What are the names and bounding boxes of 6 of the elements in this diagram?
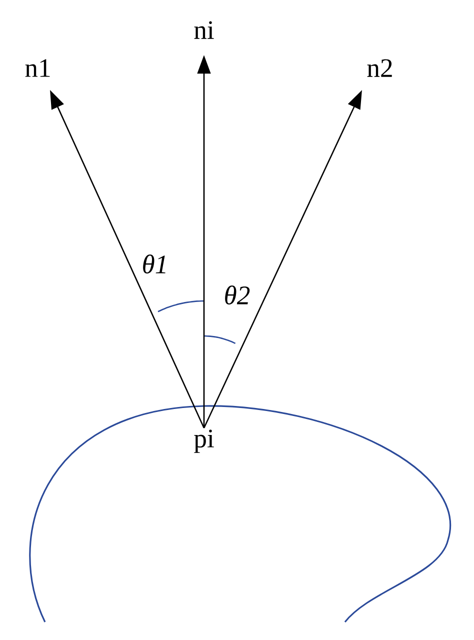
vector-label: n2 [367, 59, 392, 77]
angle-label: θ1 [143, 254, 166, 274]
vector-label: pi [194, 430, 214, 453]
vector-label: n1 [25, 59, 50, 77]
vector-label: ni [194, 21, 214, 39]
angle-label: θ2 [225, 286, 250, 304]
